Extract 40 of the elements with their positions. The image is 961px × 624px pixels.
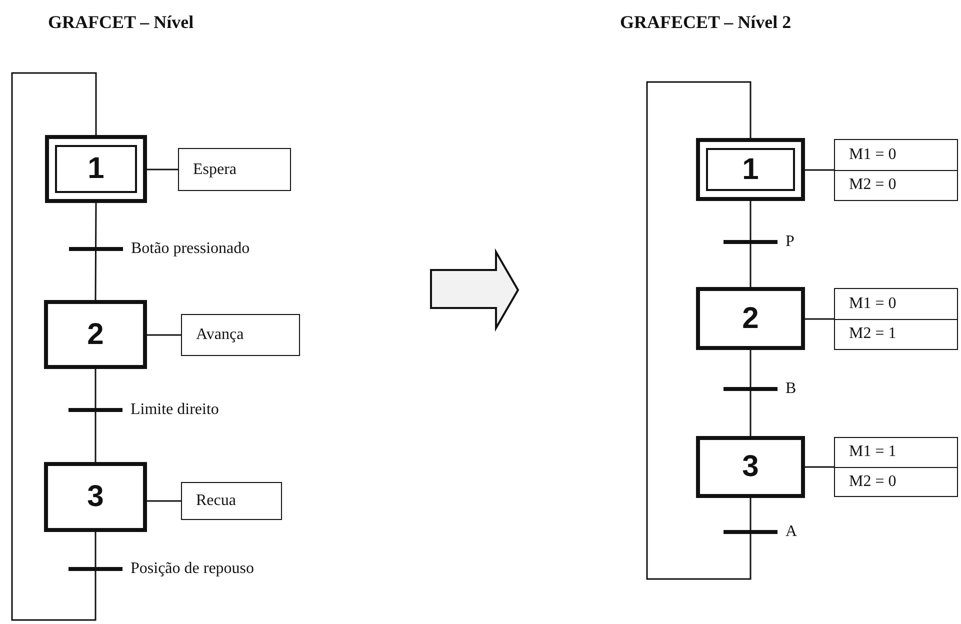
action-text: M1 = 1 [848,442,898,462]
connector-line [94,369,96,462]
diagram-heading: GRAFECET – Nível 2 [620,12,792,33]
step-number: 1 [55,145,137,193]
connector-line [750,350,752,436]
action-text: M1 = 0 [848,294,898,314]
connector-line [646,81,752,580]
connector-line [94,203,97,300]
diagram-heading: GRAFCET – Nível [48,12,194,33]
connector-line [147,334,181,336]
transition-condition: Botão pressionado [131,241,250,257]
action-text: M1 = 0 [848,144,898,165]
step-box: 3 [696,436,805,498]
action-box: Espera [178,148,291,191]
initial-step-box [696,138,805,201]
transition-condition: A [786,524,798,540]
action-box [834,139,958,201]
action-box: Avança [181,314,300,356]
step-box: 2 [44,300,147,369]
connector-line [805,318,834,320]
connector-line [805,169,834,171]
step-box: 2 [696,287,805,350]
action-text: M2 = 0 [835,170,957,200]
step-box: 3 [44,462,147,532]
transition-condition: Posição de repouso [130,561,254,577]
transition-condition: Limite direito [130,402,219,418]
action-box: Recua [181,482,282,520]
action-text: M2 = 1 [835,318,957,349]
action-box [834,288,958,350]
action-text: M2 = 0 [835,466,957,496]
connector-line [147,168,178,170]
connector-line [11,72,97,621]
transition-condition: P [786,234,794,250]
connector-line [805,466,834,468]
transition-condition: B [786,381,796,397]
initial-step-box [45,135,147,203]
connector-line [147,500,181,502]
action-box [834,437,958,497]
step-number: 1 [706,148,795,191]
connector-line [750,201,752,287]
